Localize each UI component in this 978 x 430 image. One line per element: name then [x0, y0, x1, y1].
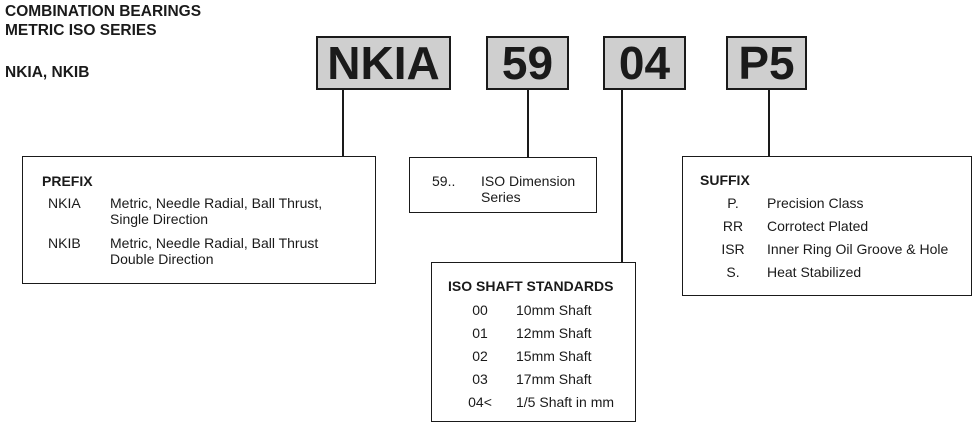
shaft-code-03: 03	[472, 371, 488, 387]
series-code: 59..	[432, 173, 456, 189]
prefix-desc-nkia-line1: Metric, Needle Radial, Ball Thrust,	[110, 195, 323, 211]
prefix-code-nkia: NKIA	[48, 195, 81, 211]
series-desc-line2: Series	[481, 189, 521, 205]
shaft-code-box: 04	[603, 36, 686, 90]
suffix-connector-line	[768, 90, 770, 156]
shaft-panel-title: ISO SHAFT STANDARDS	[448, 278, 614, 294]
shaft-desc-00: 10mm Shaft	[516, 302, 592, 318]
shaft-code-02: 02	[472, 348, 488, 364]
prefix-desc-nkib-line1: Metric, Needle Radial, Ball Thrust	[110, 235, 319, 251]
suffix-panel-title: SUFFIX	[700, 172, 750, 188]
suffix-desc-isr: Inner Ring Oil Groove & Hole	[767, 241, 949, 257]
series-panel: 59.. ISO Dimension Series	[409, 157, 597, 213]
suffix-desc-s: Heat Stabilized	[767, 264, 862, 280]
shaft-desc-03: 17mm Shaft	[516, 371, 592, 387]
shaft-desc-04: 1/5 Shaft in mm	[516, 394, 615, 410]
suffix-panel: SUFFIX P. Precision Class RR Corrotect P…	[682, 156, 972, 296]
prefix-desc-nkia-line2: Single Direction	[110, 211, 209, 227]
suffix-code-isr: ISR	[721, 241, 745, 257]
shaft-code-01: 01	[472, 325, 488, 341]
suffix-code-p: P.	[727, 195, 739, 211]
shaft-code-04: 04<	[468, 394, 492, 410]
header-model-names: NKIA, NKIB	[5, 64, 90, 81]
suffix-code-rr: RR	[722, 218, 744, 234]
suffix-code-s: S.	[726, 264, 740, 280]
prefix-panel: PREFIX NKIA Metric, Needle Radial, Ball …	[22, 156, 376, 284]
series-desc-line1: ISO Dimension	[481, 173, 576, 189]
prefix-desc-nkib-line2: Double Direction	[110, 251, 214, 267]
series-connector-line	[527, 90, 529, 157]
shaft-connector-line	[621, 90, 623, 262]
shaft-desc-01: 12mm Shaft	[516, 325, 592, 341]
prefix-code-box: NKIA	[316, 36, 451, 90]
series-code-box: 59	[486, 36, 569, 90]
header-title-line1: COMBINATION BEARINGS	[5, 3, 202, 20]
suffix-desc-rr: Corrotect Plated	[767, 218, 869, 234]
shaft-desc-02: 15mm Shaft	[516, 348, 592, 364]
suffix-desc-p: Precision Class	[767, 195, 864, 211]
header-title-line2: METRIC ISO SERIES	[5, 22, 157, 39]
suffix-code-box: P5	[726, 36, 807, 90]
shaft-code-00: 00	[472, 302, 488, 318]
prefix-code-nkib: NKIB	[48, 235, 81, 251]
shaft-panel: ISO SHAFT STANDARDS 00 10mm Shaft 01 12m…	[431, 262, 636, 422]
prefix-connector-line	[342, 90, 344, 156]
prefix-panel-title: PREFIX	[42, 173, 93, 189]
